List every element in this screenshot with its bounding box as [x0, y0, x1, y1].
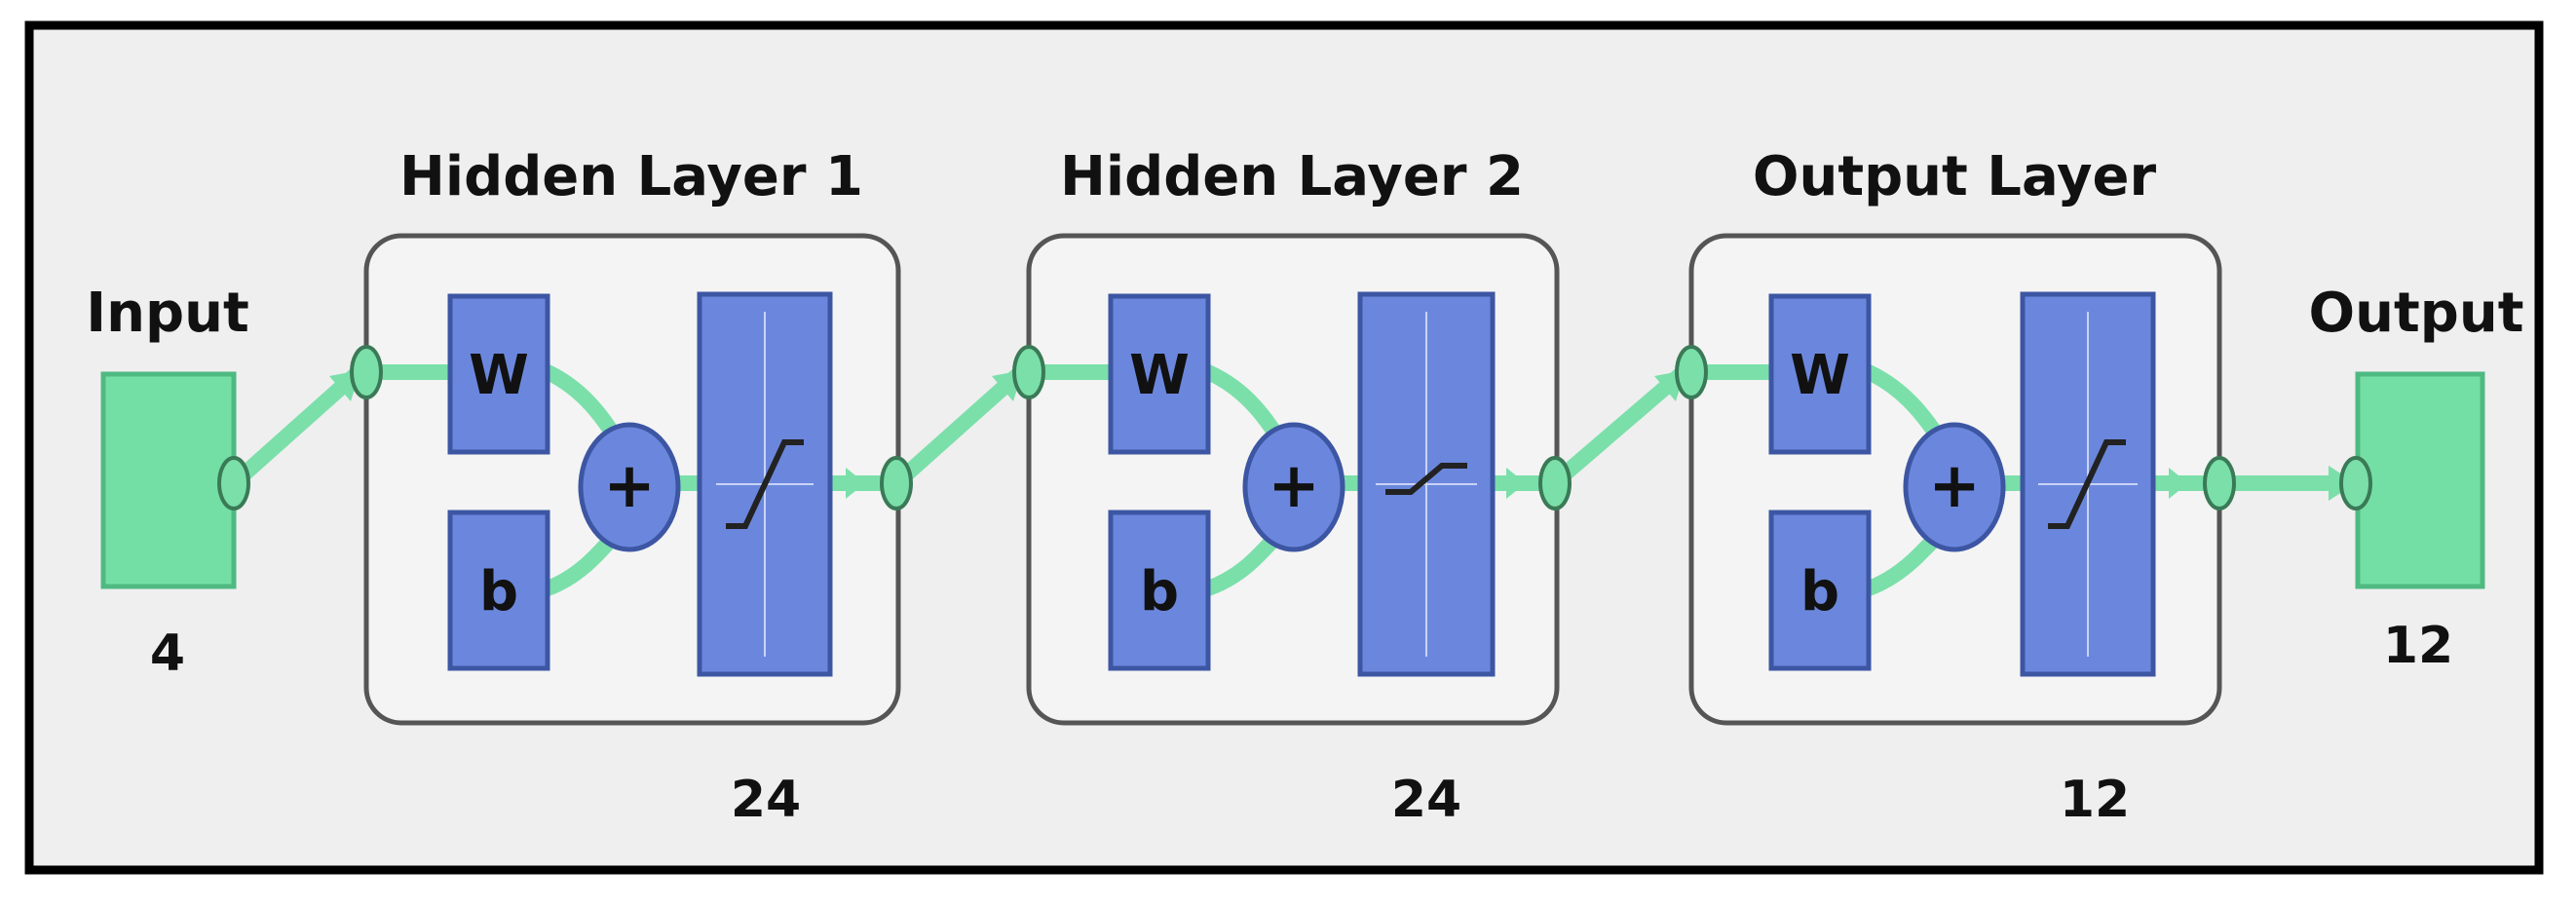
layer-2-input-node: [1012, 345, 1045, 399]
layer-3-input-node: [1675, 345, 1708, 399]
layer-2-sum-node: [1242, 422, 1345, 552]
output-node: [2339, 456, 2372, 510]
layer-3-bias-block: [1768, 510, 1872, 671]
layer-2: Hidden Layer 2 W b + 24: [1012, 145, 1572, 829]
output-title: Output: [2309, 282, 2524, 345]
layer-3-sum-node: [1903, 422, 2006, 552]
input-block: [100, 371, 237, 589]
connection-input-to-layer1: [226, 362, 368, 491]
output-size: 12: [2383, 617, 2453, 675]
input-size: 4: [150, 624, 185, 683]
layer-2-output-node: [1538, 456, 1572, 510]
layer-2-sum-label: +: [1268, 450, 1320, 522]
layer-2-title: Hidden Layer 2: [1060, 145, 1524, 208]
layer-3-title: Output Layer: [1753, 145, 2157, 208]
layer-2-weight-block: [1108, 293, 1211, 455]
layer-1-weight-label: W: [469, 344, 529, 407]
layer-3-tansig-icon: [2048, 439, 2126, 529]
layer-2-tansig-icon: [1385, 463, 1467, 495]
layer-3: Output Layer W b + 12: [1675, 145, 2236, 829]
layer-3-sum-label: +: [1928, 450, 1981, 522]
layer-1-tansig-icon: [726, 439, 804, 529]
layer-1-weight-block: [447, 293, 550, 455]
output-block: [2355, 371, 2485, 589]
layer-1-bias-label: b: [479, 560, 518, 624]
layer-1-input-node: [350, 345, 383, 399]
layer-1-title: Hidden Layer 1: [399, 145, 863, 208]
input-node: [217, 456, 250, 510]
layer-1-size: 24: [731, 771, 801, 829]
layer-1-sum-node: [578, 422, 681, 552]
layer-3-output-node: [2203, 456, 2236, 510]
layer-2-size: 24: [1391, 771, 1461, 829]
arrow-icon: [2169, 468, 2188, 499]
layer-2-bias-block: [1108, 510, 1211, 671]
layer-2-weight-label: W: [1129, 344, 1190, 407]
connection-layer1-to-layer2: [889, 362, 1031, 491]
input-title: Input: [86, 282, 248, 345]
layer-1: Hidden Layer 1 W b + 24: [350, 145, 913, 829]
arrow-icon: [1506, 468, 1526, 499]
layer-1-bias-block: [447, 510, 550, 671]
layer-3-size: 12: [2060, 771, 2130, 829]
layer-1-output-node: [880, 456, 913, 510]
layer-3-weight-block: [1768, 293, 1872, 455]
layer-3-weight-label: W: [1790, 344, 1850, 407]
layer-2-bias-label: b: [1140, 560, 1179, 624]
connection-layer2-to-layer3: [1546, 362, 1693, 491]
arrow-icon: [846, 468, 865, 499]
layer-1-sum-label: +: [603, 450, 656, 522]
layer-3-bias-label: b: [1800, 560, 1839, 624]
